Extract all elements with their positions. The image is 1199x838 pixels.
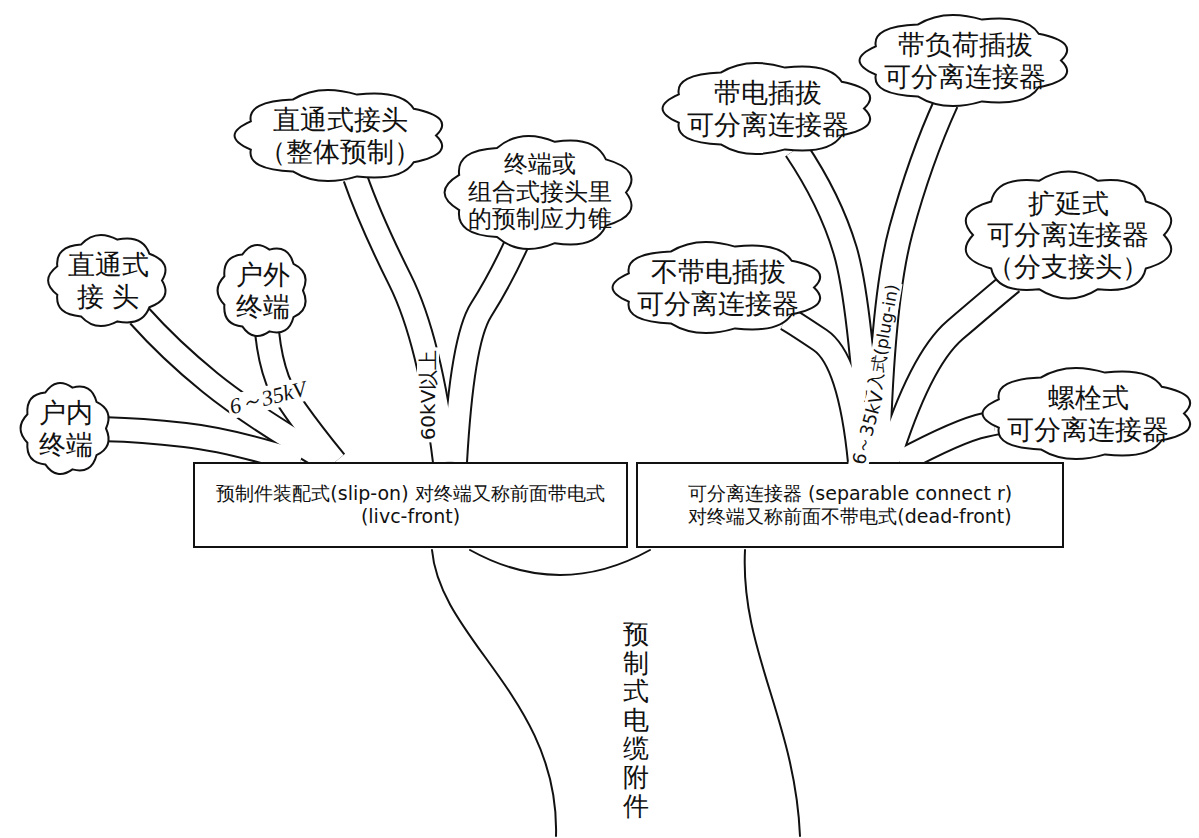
cloud-text: 终端或 组合式接头里 的预制应力锥 <box>463 151 617 234</box>
branch-fill <box>455 243 517 462</box>
node-text-group: 终端或 组合式接头里 的预制应力锥 <box>463 151 617 234</box>
cloud-node: 不带电插拔 可分离连接器 <box>614 237 823 338</box>
cloud-text: 直通式接头 （整体预制） <box>254 104 427 166</box>
node-text-group: 直通式 接 头 <box>63 249 152 311</box>
cloud-text: 户内 终端 <box>34 397 96 459</box>
cloud-node: 螺栓式 可分离连接器 <box>984 363 1193 464</box>
cloud-text: 户外 终端 <box>231 259 293 321</box>
node-text-group: 带电插拔 可分离连接器 <box>682 77 855 139</box>
cloud-node: 带电插拔 可分离连接器 <box>664 58 873 159</box>
category-text: 预制件装配式(slip-on) 对终端又称前面带电式(livc-front) <box>208 482 613 528</box>
cloud-shape <box>235 90 443 181</box>
cloud-shape <box>445 136 632 249</box>
category-box: 预制件装配式(slip-on) 对终端又称前面带电式(livc-front) <box>193 462 628 548</box>
node-text-group: 预制件装配式(slip-on) 对终端又称前面带电式(livc-front) <box>208 482 613 528</box>
cloud-node: 直通式 接 头 <box>45 230 171 331</box>
cloud-node: 户外 终端 <box>213 240 312 341</box>
branch-outline <box>900 421 1000 462</box>
cloud-text: 带负荷插拔 可分离连接器 <box>879 29 1052 91</box>
category-box: 可分离连接器 (separable connect r) 对终端又称前面不带电式… <box>636 462 1064 548</box>
node-text-group: 带负荷插拔 可分离连接器 <box>879 29 1052 91</box>
trunk-left-line <box>432 550 556 836</box>
cloud-shape <box>860 15 1068 106</box>
branch-outline <box>355 178 445 463</box>
cloud-text: 带电插拔 可分离连接器 <box>682 77 855 139</box>
node-text-group: 扩延式 可分离连接器 （分支接头） <box>982 188 1155 281</box>
cloud-text: 螺栓式 可分离连接器 <box>1002 382 1175 444</box>
branch-outline <box>888 282 1012 462</box>
cloud-shape <box>983 368 1191 459</box>
cloud-shape <box>966 171 1171 298</box>
cloud-shape <box>663 63 871 154</box>
node-text-group: 可分离连接器 (separable connect r) 对终端又称前面不带电式… <box>651 482 1049 528</box>
node-text-group: 不带电插拔 可分离连接器 <box>632 256 805 318</box>
cloud-node: 终端或 组合式接头里 的预制应力锥 <box>445 132 635 253</box>
node-text-group: 直通式接头 （整体预制） <box>254 104 427 166</box>
category-text: 可分离连接器 (separable connect r) 对终端又称前面不带电式… <box>651 482 1049 528</box>
cloud-text: 直通式 接 头 <box>63 249 152 311</box>
branch-fill <box>888 282 1012 462</box>
cloud-node: 户内 终端 <box>16 378 115 479</box>
branch-fill <box>355 178 445 463</box>
cloud-shape <box>48 235 165 326</box>
branch-label: 60kV以上 <box>417 348 439 443</box>
trunk-fork-curve <box>470 550 650 575</box>
cloud-node: 扩延式 可分离连接器 （分支接头） <box>964 169 1173 301</box>
cloud-node: 直通式接头 （整体预制） <box>236 85 445 186</box>
node-text-group: 户外 终端 <box>231 259 293 321</box>
branch-fill <box>786 318 860 462</box>
cloud-node: 带负荷插拔 可分离连接器 <box>861 10 1070 111</box>
trunk-right-line <box>745 550 800 836</box>
branch-outline <box>455 243 517 462</box>
cloud-shape <box>21 383 109 474</box>
branch-fill <box>900 421 1000 462</box>
node-text-group: 螺栓式 可分离连接器 <box>1002 382 1175 444</box>
cloud-text: 扩延式 可分离连接器 （分支接头） <box>982 188 1155 281</box>
cloud-text: 不带电插拔 可分离连接器 <box>632 256 805 318</box>
branch-fill <box>139 316 330 463</box>
cloud-shape <box>218 245 306 336</box>
node-text-group: 户内 终端 <box>34 397 96 459</box>
trunk-label: 预制式电缆附件 <box>623 620 649 820</box>
cloud-shape <box>613 242 821 333</box>
